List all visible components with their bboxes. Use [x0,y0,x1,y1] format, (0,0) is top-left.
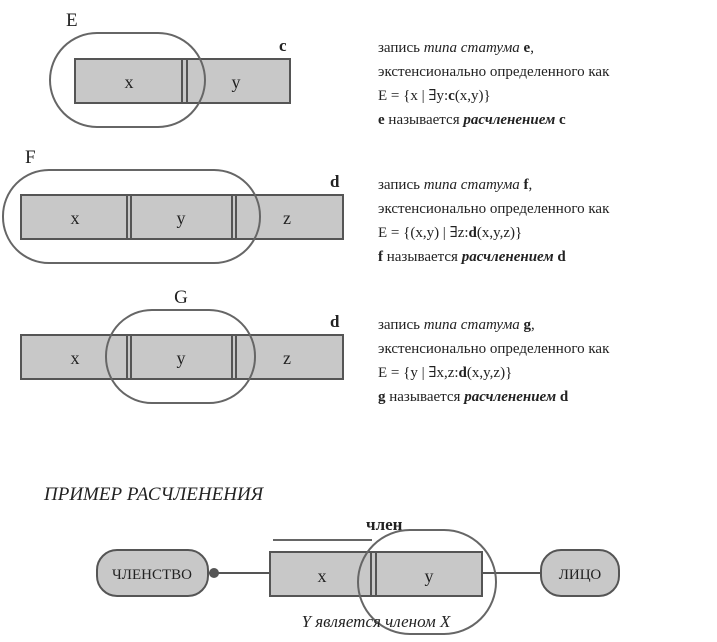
relation-c-label: c [279,36,287,55]
desc-line-1: запись типа статума f, [378,177,532,193]
desc-line-4: f называется расчленением d [378,249,566,265]
panel-g: G d x y z запись типа статума g, экстенс… [20,287,610,405]
cell-z: z [283,208,291,228]
desc-line-2: экстенсионально определенного как [378,201,610,217]
desc-line-3: E = {x | ∃y:c(x,y)} [378,88,491,104]
example-section: ПРИМЕР РАСЧЛЕНЕНИЯ член ЧЛЕНСТВО ЛИЦО x … [43,484,620,635]
cell-y: y [177,348,186,368]
example-title: ПРИМЕР РАСЧЛЕНЕНИЯ [43,484,265,505]
desc-line-2: экстенсионально определенного как [378,341,610,357]
entity-person [540,549,620,597]
set-g-ellipse [105,309,256,404]
cell-x: x [318,566,327,586]
desc-line-3: E = {y | ∃x,z:d(x,y,z)} [378,365,512,381]
cell-z: z [283,348,291,368]
entity-person-label: ЛИЦО [559,567,602,583]
set-e-label: E [66,10,78,31]
desc-line-2: экстенсионально определенного как [378,64,610,80]
desc-line-1: запись типа статума g, [378,317,535,333]
set-f-label: F [25,147,36,168]
entity-membership [96,549,209,597]
desc-line-1: запись типа статума e, [378,40,534,56]
cell-x: x [125,72,134,92]
cell-x: x [71,208,80,228]
cell-y: y [425,566,434,586]
cell-y: y [232,72,241,92]
set-g-label: G [174,287,188,308]
member-label: член [366,515,403,534]
cell-y: y [177,208,186,228]
set-e-ellipse [49,32,206,128]
panel-f: F d x y z запись типа статума f, экстенс… [2,147,610,265]
relation-d-label: d [330,172,340,191]
set-f-ellipse [2,169,261,264]
entity-membership-label: ЧЛЕНСТВО [112,567,192,583]
desc-line-3: E = {(x,y) | ∃z:d(x,y,z)} [378,225,522,241]
relation-d-label: d [330,312,340,331]
connector-dot [209,568,219,578]
relation-d-bar [20,194,344,240]
member-ellipse [357,529,497,635]
relation-d-bar [20,334,344,380]
cell-x: x [71,348,80,368]
desc-line-4: g называется расчленением d [378,389,569,405]
panel-e: E c x y запись типа статума e, экстенсио… [49,10,610,128]
example-caption: Y является членом X [302,612,451,631]
desc-line-4: e называется расчленением c [378,112,566,128]
